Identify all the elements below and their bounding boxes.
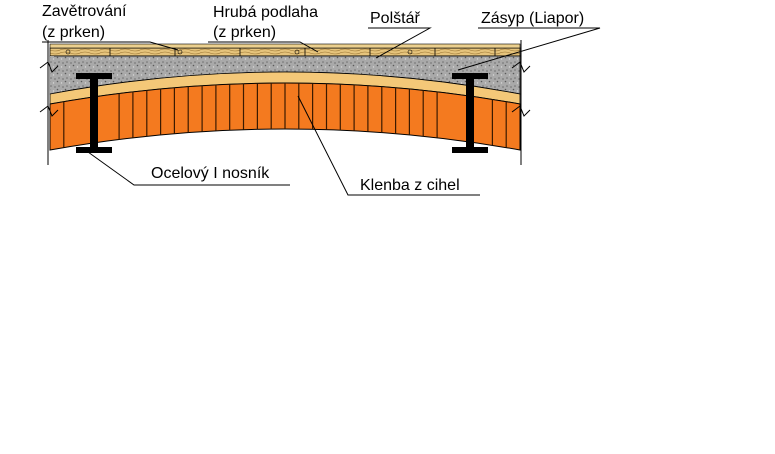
brick-vault <box>49 82 521 151</box>
label-hruba-podlaha-1: Hrubá podlaha <box>213 4 318 21</box>
leader-zasyp <box>457 27 601 71</box>
leader-polstar <box>368 27 432 59</box>
steel-i-beam-left <box>76 73 112 153</box>
liapor-fill-left-edge <box>50 56 54 94</box>
leader-lines <box>42 27 601 196</box>
bracing-boards <box>49 43 521 49</box>
leader-klenba <box>297 95 480 196</box>
break-mark-right <box>511 61 531 117</box>
break-mark-left <box>39 61 59 117</box>
steel-i-beam-right <box>452 73 488 153</box>
label-zavetrovani-1: Zavětrování <box>42 3 127 20</box>
leader-hruba-podlaha <box>208 41 319 53</box>
leader-nosnik <box>87 151 290 186</box>
label-zavetrovani-2: (z prken) <box>42 24 105 41</box>
section-boundaries <box>47 40 522 165</box>
label-klenba: Klenba z cihel <box>360 177 460 194</box>
label-zasyp: Zásyp (Liapor) <box>481 10 584 27</box>
label-ocelovy-nosnik: Ocelový I nosník <box>151 165 270 182</box>
label-polstar: Polštář <box>370 10 420 27</box>
leader-zavetrovani <box>42 41 179 51</box>
rough-floor-boards <box>49 47 521 57</box>
label-hruba-podlaha-2: (z prken) <box>213 24 276 41</box>
